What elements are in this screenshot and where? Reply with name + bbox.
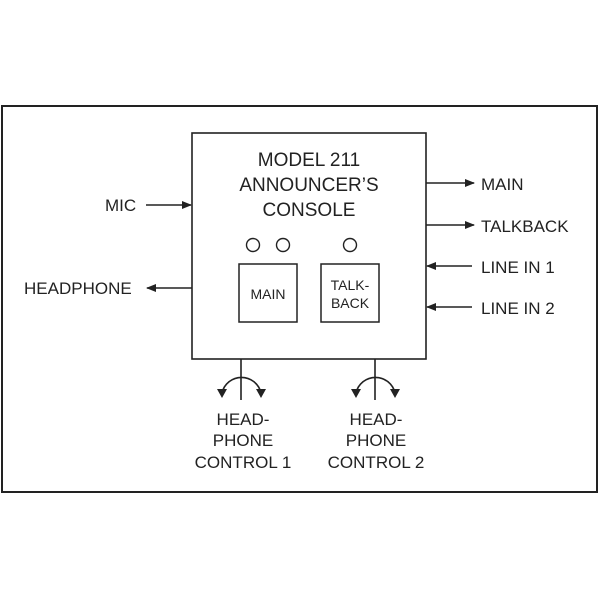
main-indicator-lamp-2 xyxy=(275,237,291,253)
main-button-label: MAIN xyxy=(251,286,286,302)
console-title-line-2: ANNOUNCER’S xyxy=(239,175,378,196)
headphone-control-1-line-1: HEAD- xyxy=(217,410,270,429)
console-title: MODEL 211 ANNOUNCER’S CONSOLE xyxy=(239,150,378,221)
main-button[interactable]: MAIN xyxy=(238,263,298,323)
outer-frame xyxy=(1,105,598,493)
line-in-1-label: LINE IN 1 xyxy=(481,258,555,277)
mic-label: MIC xyxy=(105,196,136,215)
console-box xyxy=(191,132,427,360)
headphone-control-2-line-2: PHONE xyxy=(346,431,406,450)
talkback-output-label: TALKBACK xyxy=(481,217,569,236)
main-output-label: MAIN xyxy=(481,175,524,194)
headphone-control-2-knob-icon[interactable] xyxy=(351,359,400,400)
main-indicator-lamp-1 xyxy=(245,237,261,253)
headphone-control-1-line-3: CONTROL 1 xyxy=(195,453,292,472)
headphone-control-2-line-3: CONTROL 2 xyxy=(328,453,425,472)
headphone-control-2-line-1: HEAD- xyxy=(350,410,403,429)
console-title-line-3: CONSOLE xyxy=(263,200,356,221)
talkback-button-label-line-1: TALK- xyxy=(331,277,370,293)
headphone-control-1-knob-icon[interactable] xyxy=(217,359,266,400)
line-in-2-label: LINE IN 2 xyxy=(481,299,555,318)
headphone-control-1-line-2: PHONE xyxy=(213,431,273,450)
console-title-line-1: MODEL 211 xyxy=(258,150,360,171)
headphone-control-2-label: HEAD- PHONE CONTROL 2 xyxy=(328,410,425,472)
talkback-button-label-line-2: BACK xyxy=(331,295,370,311)
headphone-control-1-label: HEAD- PHONE CONTROL 1 xyxy=(195,410,292,472)
headphone-label: HEADPHONE xyxy=(24,279,132,298)
talkback-indicator-lamp xyxy=(342,237,358,253)
talkback-button[interactable]: TALK- BACK xyxy=(320,263,380,323)
